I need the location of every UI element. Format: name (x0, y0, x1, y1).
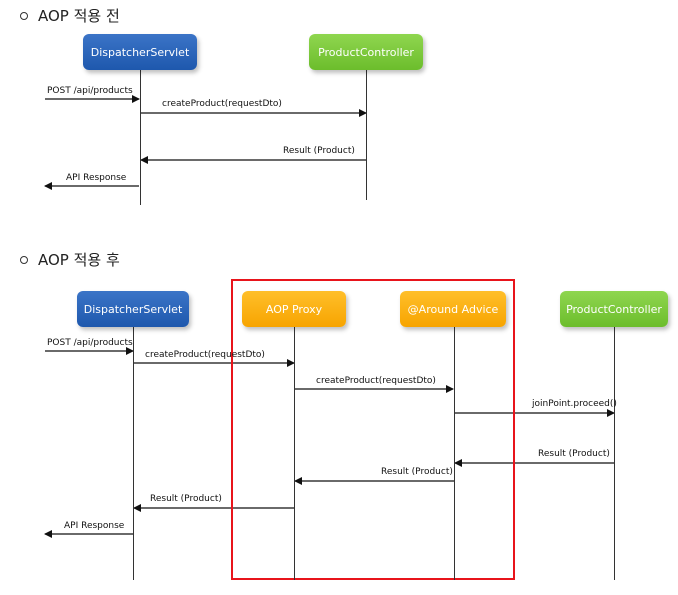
participant-label: AOP Proxy (265, 302, 323, 316)
msg-after-response: API Response (64, 521, 125, 531)
participant-label: @Around Advice (407, 302, 499, 316)
participant-after-dispatcher: DispatcherServlet (77, 291, 189, 327)
bullet-icon (20, 11, 28, 20)
msg-after-result3: Result (Product) (150, 494, 222, 504)
after-title: AOP 적용 후 (38, 251, 120, 269)
lifeline-after-controller (614, 326, 615, 580)
participant-before-controller: ProductController (309, 34, 423, 70)
msg-after-proceed: joinPoint.proceed() (532, 399, 617, 409)
before-title: AOP 적용 전 (38, 7, 120, 25)
lifeline-before-dispatcher (140, 70, 141, 205)
msg-after-create1: createProduct(requestDto) (145, 350, 265, 360)
participant-before-dispatcher: DispatcherServlet (83, 34, 197, 70)
section-title-after: AOP 적용 후 (20, 249, 120, 270)
msg-before-request: POST /api/products (47, 86, 133, 96)
msg-after-create2: createProduct(requestDto) (316, 376, 436, 386)
aop-highlight-frame (231, 279, 515, 580)
msg-after-result1: Result (Product) (538, 449, 610, 459)
msg-before-response: API Response (66, 173, 127, 183)
msg-after-request: POST /api/products (47, 338, 133, 348)
bullet-icon (20, 255, 28, 264)
participant-after-advice: @Around Advice (400, 291, 506, 327)
participant-after-controller: ProductController (560, 291, 668, 327)
participant-label: ProductController (318, 45, 414, 59)
lifeline-before-controller (366, 70, 367, 200)
lifeline-after-proxy (294, 326, 295, 580)
lifeline-after-dispatcher (133, 326, 134, 580)
participant-label: DispatcherServlet (83, 302, 183, 316)
lifeline-after-advice (454, 326, 455, 580)
msg-before-result: Result (Product) (283, 146, 355, 156)
participant-label: ProductController (566, 302, 662, 316)
section-title-before: AOP 적용 전 (20, 5, 120, 26)
participant-after-proxy: AOP Proxy (242, 291, 346, 327)
participant-label: DispatcherServlet (90, 45, 190, 59)
msg-before-create: createProduct(requestDto) (162, 99, 282, 109)
msg-after-result2: Result (Product) (381, 467, 453, 477)
